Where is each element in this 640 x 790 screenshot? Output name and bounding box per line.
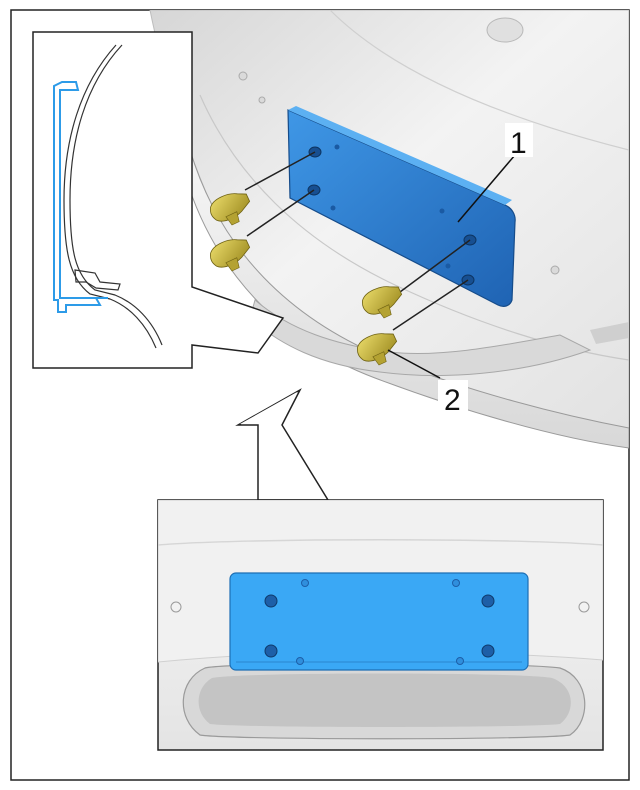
callout-label-1: 1	[510, 127, 527, 160]
mounting-hole-icon	[264, 594, 278, 608]
mounting-hole-icon	[481, 644, 495, 658]
callout-leader-1	[457, 154, 516, 223]
bumper-hole	[550, 265, 560, 275]
inset-side-hole	[578, 601, 590, 613]
bumper-hole	[258, 96, 266, 104]
bumper-recess	[249, 299, 592, 376]
bracket-small-hole	[439, 208, 445, 214]
emblem-recess	[486, 17, 524, 43]
inset-side-hole	[170, 601, 182, 613]
mounting-hole-icon	[481, 594, 495, 608]
bracket-small-hole	[296, 657, 304, 665]
section-detail-callout	[32, 31, 285, 369]
section-inner-skin	[63, 44, 157, 349]
section-bracket-profile	[53, 81, 102, 313]
inset-bumper-ridge	[158, 539, 603, 546]
bracket-small-hole	[456, 657, 464, 665]
callout-label-2: 2	[444, 384, 461, 417]
license-plate-bracket	[287, 106, 516, 307]
callout-label-bg-2	[438, 380, 468, 416]
plastic-clip-icon	[357, 333, 398, 366]
bracket-small-hole	[330, 205, 336, 211]
guide-line	[392, 279, 469, 331]
bracket-small-hole	[445, 263, 451, 269]
callout-leader-2	[387, 349, 441, 379]
bracket-small-hole	[334, 144, 340, 150]
plastic-clip-icon	[362, 286, 403, 319]
plastic-clip-icon	[210, 239, 251, 272]
front-view-inset	[157, 499, 604, 751]
section-outer-skin	[69, 44, 163, 346]
inset-lower-opening-shadow	[198, 673, 571, 727]
bumper-top-curve	[329, 10, 629, 151]
guide-line	[244, 151, 316, 191]
clip-group	[210, 151, 471, 366]
bumper-hole	[238, 71, 248, 81]
bracket-small-hole	[452, 579, 460, 587]
inset-bracket	[229, 572, 529, 671]
bracket-top-face	[288, 106, 512, 205]
inset-pointer-fill	[240, 392, 297, 424]
section-bumper-hook	[74, 269, 121, 291]
bumper-slot	[590, 322, 629, 344]
guide-line	[399, 239, 471, 293]
plastic-clip-icon	[210, 193, 251, 226]
bracket-body	[287, 109, 516, 307]
mounting-hole-icon	[264, 644, 278, 658]
bracket-small-hole	[301, 579, 309, 587]
section-detail-frame	[32, 31, 285, 369]
guide-line	[246, 189, 315, 237]
callout-label-bg-1	[505, 123, 533, 157]
